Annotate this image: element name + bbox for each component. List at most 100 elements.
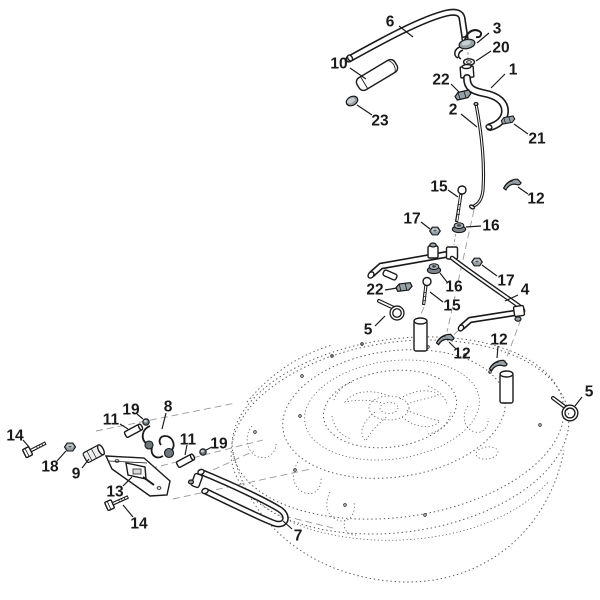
part-12-clip-mid <box>435 333 455 346</box>
callout-leader-19 <box>136 413 144 420</box>
part-22-clip-lower <box>395 281 413 293</box>
callout-leader-11 <box>119 423 129 430</box>
part-number-12: 12 <box>453 346 470 363</box>
part-19-screw-left <box>142 418 150 426</box>
part-5-hook-right <box>551 396 579 422</box>
part-number-4: 4 <box>521 282 530 299</box>
impeller-fan <box>322 369 458 449</box>
callout-leader-4 <box>504 294 519 302</box>
callout-leader-19 <box>205 446 213 451</box>
callout-leader-1 <box>490 73 506 89</box>
part-number-1: 1 <box>509 62 518 79</box>
callout-leader-22 <box>384 287 398 291</box>
part-14-bolt-left <box>22 441 47 459</box>
part-number-3: 3 <box>493 21 502 38</box>
part-number-17: 17 <box>403 211 420 228</box>
callout-leader-22 <box>450 83 460 93</box>
part-14-bolt-bottom <box>104 495 130 512</box>
callout-leader-10 <box>349 67 367 80</box>
part-number-19: 19 <box>122 402 140 419</box>
part-number-15: 15 <box>443 298 461 315</box>
callout-leader-15 <box>429 291 444 303</box>
part-15-bolt-lower <box>421 276 432 306</box>
part-7-lower-handle <box>187 468 289 528</box>
callout-leader-16 <box>465 225 482 228</box>
part-number-22: 22 <box>366 282 383 299</box>
callout-leader-7 <box>282 520 293 530</box>
part-number-14: 14 <box>130 516 148 533</box>
part-number-12: 12 <box>527 191 544 208</box>
part-number-21: 21 <box>528 131 546 148</box>
part-11-pin-right <box>175 453 196 468</box>
height-adjuster-tower-right <box>499 370 514 404</box>
callout-leader-15 <box>447 189 459 198</box>
part-16-bushing-lower <box>426 263 442 275</box>
callout-leader-16 <box>439 272 448 283</box>
part-17-nut-left <box>429 226 441 236</box>
mower-deck-outline <box>230 336 570 583</box>
part-12-clip-top <box>502 178 522 191</box>
part-number-11: 11 <box>180 432 197 449</box>
part-number-12: 12 <box>490 332 507 349</box>
callout-leader-6 <box>398 25 414 38</box>
callout-leader-9 <box>81 458 90 469</box>
part-number-5: 5 <box>585 384 594 401</box>
part-16-bushing-upper <box>451 222 467 234</box>
part-17-nut-right <box>471 257 483 267</box>
callout-leader-14 <box>122 504 134 518</box>
callout-leader-17 <box>420 221 431 230</box>
part-18-nut <box>63 442 77 452</box>
callout-leader-13 <box>122 476 133 487</box>
callout-leader-23 <box>356 104 373 116</box>
part-number-14: 14 <box>6 428 24 445</box>
part-number-5: 5 <box>364 322 373 339</box>
part-number-18: 18 <box>41 459 59 476</box>
part-number-20: 20 <box>492 40 509 57</box>
part-number-11: 11 <box>103 412 120 429</box>
callout-leader-20 <box>475 50 492 62</box>
callout-leader-2 <box>460 113 478 128</box>
callout-leader-12 <box>517 186 529 195</box>
part-number-15: 15 <box>430 179 448 196</box>
part-9-spacer-bushing <box>82 444 105 463</box>
part-number-7: 7 <box>294 528 303 545</box>
part-1-connector-tube <box>459 63 509 131</box>
part-number-2: 2 <box>449 102 458 119</box>
part-number-9: 9 <box>72 466 81 483</box>
part-number-19: 19 <box>210 436 228 453</box>
callout-leader-21 <box>513 123 529 135</box>
part-8-wire-spring <box>141 425 175 459</box>
callout-leader-18 <box>56 450 67 462</box>
callout-leader-5 <box>374 315 386 327</box>
deck-rivet-holes <box>253 342 542 517</box>
part-number-8: 8 <box>164 399 173 416</box>
callout-leader-12 <box>496 345 499 359</box>
part-number-23: 23 <box>371 113 389 130</box>
part-number-22: 22 <box>432 72 449 89</box>
part-11-pin-left <box>123 423 144 438</box>
part-5-hook-left <box>377 299 405 321</box>
part-6-upper-handle-tube <box>345 8 469 63</box>
part-12-clip-right <box>488 359 508 372</box>
callout-leader-17 <box>481 264 498 277</box>
callout-leader-8 <box>161 412 167 430</box>
part-number-17: 17 <box>497 273 514 290</box>
callout-leader-14 <box>22 439 30 448</box>
part-13-latch-bracket <box>104 455 171 497</box>
part-number-10: 10 <box>330 56 347 73</box>
part-2-rod <box>468 101 486 210</box>
height-adjuster-tower-left <box>413 317 428 352</box>
part-4-axle-assembly <box>367 242 526 332</box>
part-23-cap <box>345 95 359 107</box>
part-19-screw-right <box>199 448 207 456</box>
callout-leader-11 <box>184 444 188 456</box>
part-3-cam-lever <box>454 29 483 60</box>
callout-leader-12 <box>448 341 457 350</box>
callout-leader-3 <box>476 32 490 44</box>
part-15-bolt-upper <box>454 185 467 223</box>
part-number-16: 16 <box>482 218 500 235</box>
part-10-grip <box>355 58 399 92</box>
part-21-clip <box>500 115 516 125</box>
